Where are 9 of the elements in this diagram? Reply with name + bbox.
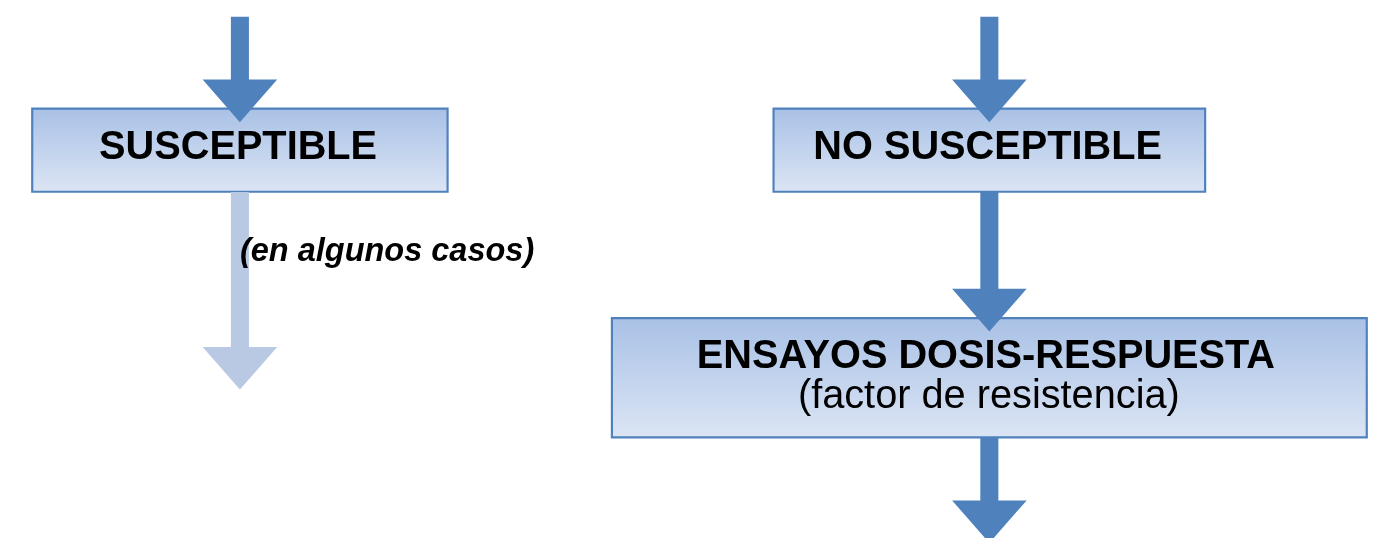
- node-box: ENSAYOS DOSIS-RESPUESTA (factor de resistencia): [610, 317, 1368, 439]
- node-box: SUSCEPTIBLE: [31, 107, 449, 193]
- arrow: [952, 437, 1027, 538]
- arrow: [952, 192, 1027, 332]
- arrow: [202, 192, 278, 390]
- edge-label: (en algunos casos): [239, 232, 535, 269]
- arrow: [952, 16, 1027, 123]
- arrow: [202, 16, 278, 123]
- node-box: NO SUSCEPTIBLE: [772, 107, 1207, 193]
